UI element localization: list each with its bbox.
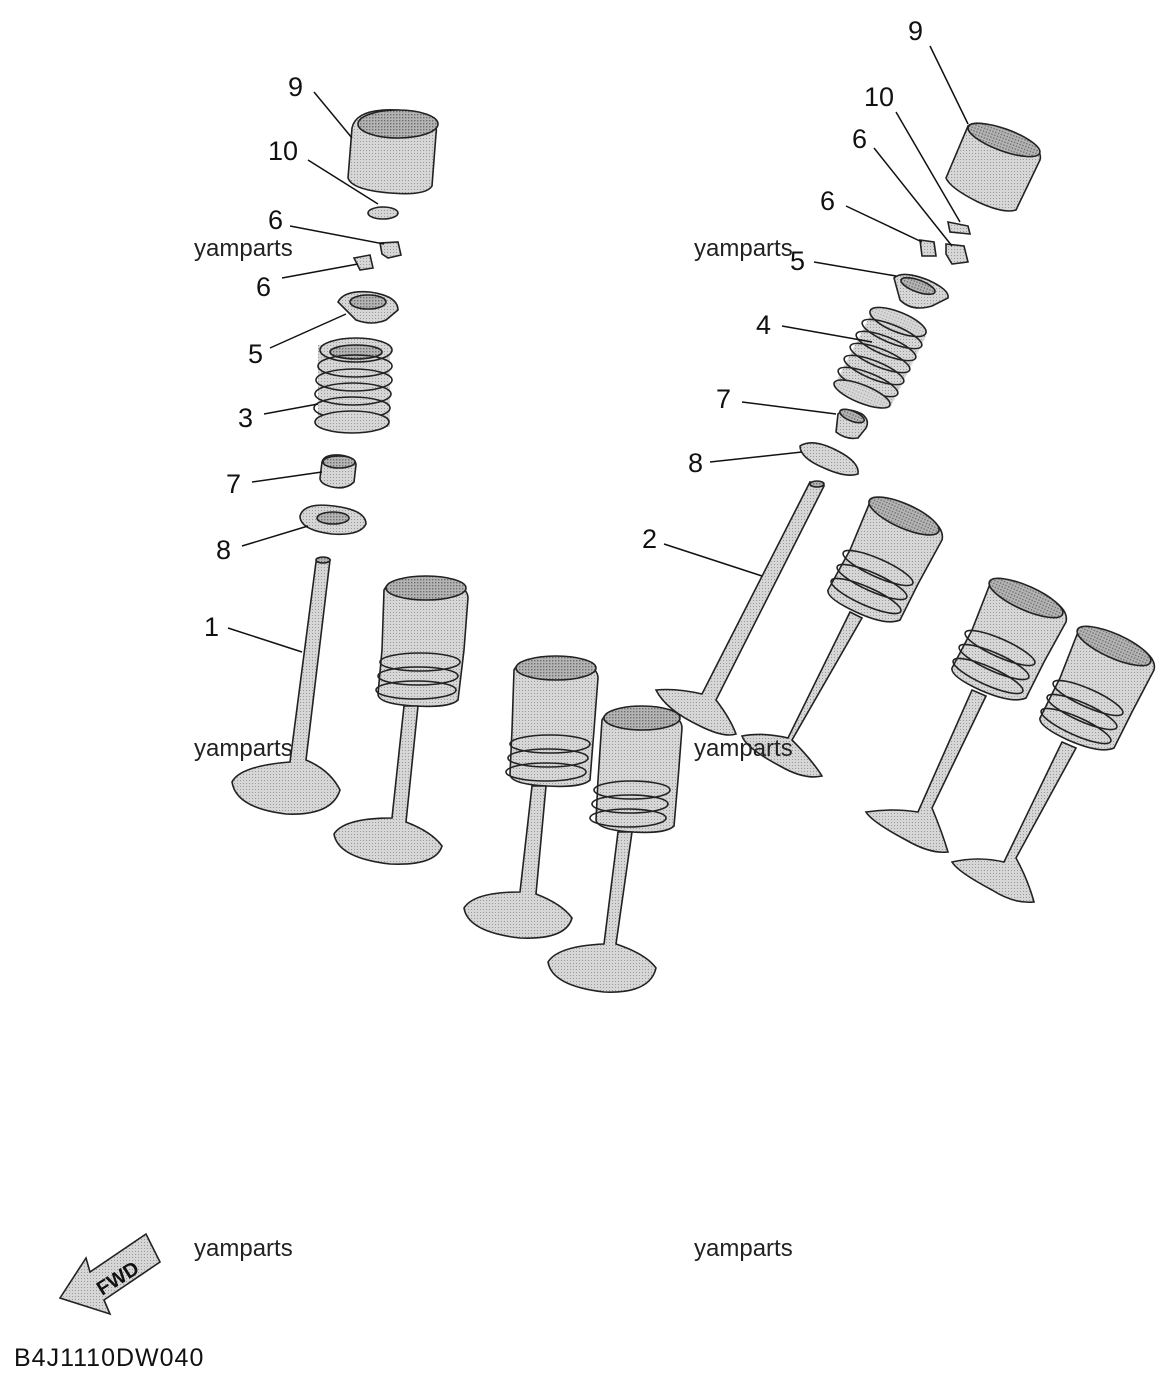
right-valve-lifter — [945, 122, 1042, 212]
right-valve-spring-retainer — [893, 273, 949, 309]
watermark: yamparts — [694, 735, 793, 762]
right-label-8: 8 — [688, 448, 703, 478]
right-label-4: 4 — [756, 310, 771, 340]
left-valve-stem-seal — [319, 454, 357, 489]
right-label-6-lower: 6 — [820, 186, 835, 216]
watermark: yamparts — [694, 235, 793, 262]
right-label-7: 7 — [716, 384, 731, 414]
left-label-6-lower: 6 — [256, 272, 271, 302]
left-valve-spring-retainer — [337, 290, 399, 324]
right-valve-spring-seat — [799, 442, 859, 476]
right-valve-cotter-lower — [919, 239, 937, 257]
left-label-6-upper: 6 — [268, 205, 283, 235]
left-valve-assembly-4 — [547, 705, 683, 993]
left-valve-lifter — [347, 109, 439, 195]
right-valve-assembly-2 — [740, 496, 944, 778]
fwd-arrow-icon: FWD — [58, 1232, 162, 1316]
left-label-8: 8 — [216, 535, 231, 565]
left-valve-spring-seat — [299, 504, 367, 536]
right-callout-leaders — [663, 45, 969, 577]
left-label-7: 7 — [226, 469, 241, 499]
left-label-3: 3 — [238, 403, 253, 433]
watermark: yamparts — [194, 235, 293, 262]
right-valve-assembly-3 — [864, 577, 1068, 854]
watermark: yamparts — [194, 735, 293, 762]
diagram-code: B4J1110DW040 — [14, 1344, 204, 1372]
left-valve-shim — [367, 206, 399, 220]
left-label-5: 5 — [248, 339, 263, 369]
right-valve-shim — [946, 220, 972, 235]
left-valve-cotter-upper — [379, 241, 402, 259]
right-label-10: 10 — [864, 82, 894, 112]
right-valve-spring — [833, 306, 927, 409]
left-label-10: 10 — [268, 136, 298, 166]
right-valve-stem-seal — [835, 408, 869, 440]
watermark: yamparts — [694, 1235, 793, 1262]
right-valve-cotter-upper — [945, 243, 969, 265]
right-label-6-upper: 6 — [852, 124, 867, 154]
left-valve-cotter-lower — [352, 254, 374, 271]
left-valve-assembly-3 — [463, 655, 599, 939]
right-exhaust-valve-2 — [654, 480, 826, 736]
left-valve-assembly-2 — [333, 575, 469, 865]
right-label-5: 5 — [790, 246, 805, 276]
right-valve-assembly-4 — [950, 625, 1156, 904]
right-label-9: 9 — [908, 16, 923, 46]
left-label-1: 1 — [204, 612, 219, 642]
left-intake-valve-1 — [231, 556, 341, 815]
left-label-9: 9 — [288, 72, 303, 102]
right-label-2: 2 — [642, 524, 657, 554]
left-callout-leaders — [227, 91, 385, 653]
left-valve-spring — [313, 337, 393, 434]
watermark: yamparts — [194, 1235, 293, 1262]
